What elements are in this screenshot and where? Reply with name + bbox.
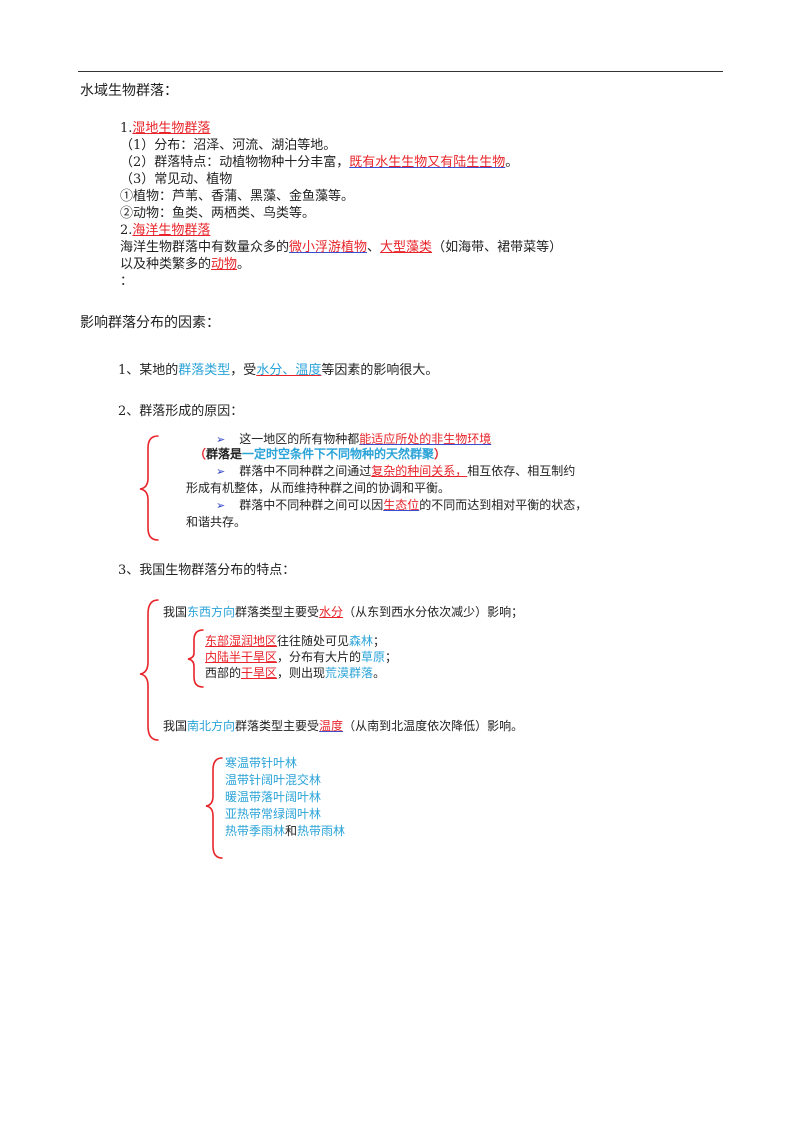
arrow-bullet-icon: ➢ — [216, 433, 226, 446]
top-rule — [78, 71, 723, 72]
p1-e: 等因素的影响很大。 — [321, 363, 439, 378]
p1-c: ，受 — [230, 363, 257, 378]
ocean-colon: ： — [120, 274, 134, 289]
north-south-line: 我国南北方向群落类型主要受温度（从南到北温度依次降低）影响。 — [163, 718, 523, 735]
p1-b: 群落类型 — [178, 363, 231, 378]
def-c: 一定时空条件下不同物种的天然群聚 — [242, 447, 435, 461]
wetland-common: （3）常见动、植物 — [120, 172, 233, 187]
b2-a: 群落中不同种群之间通过 — [239, 464, 372, 478]
wetland-num: 1. — [120, 121, 133, 136]
ns-b: 南北方向 — [187, 719, 236, 733]
e1-a: 东部湿润地区 — [205, 634, 278, 648]
forest-item-1: 寒温带针叶林 — [225, 756, 298, 770]
arrow-bullet-icon: ➢ — [216, 465, 226, 478]
ew-b: 东西方向 — [187, 605, 236, 619]
e3-a: 西部的 — [205, 666, 242, 680]
def-b: 群落是 — [206, 447, 243, 461]
forest-item-5: 热带季雨林和热带雨林 — [225, 823, 345, 840]
ew-a: 我国 — [163, 605, 188, 619]
wetland-features: （2）群落特点：动植物物种十分丰富，既有水生生物又有陆生生物。 — [120, 154, 518, 171]
e2-d: ； — [385, 650, 398, 664]
p1-d: 水分、温度 — [256, 363, 322, 378]
b3-b: 生态位 — [383, 498, 420, 512]
b3-a: 群落中不同种群之间可以因 — [239, 498, 384, 512]
f5-b: 和 — [285, 824, 298, 838]
point-3: 3、我国生物群落分布的特点： — [118, 563, 296, 578]
ocean-title-line: 2.海洋生物群落 — [120, 222, 210, 239]
b1-a: 这一地区的所有物种都 — [239, 432, 360, 446]
point-2: 2、群落形成的原因： — [118, 404, 244, 419]
inland-region-line: 内陆半干旱区，分布有大片的草原； — [205, 649, 397, 666]
forest-item-4: 亚热带常绿阔叶林 — [225, 807, 322, 821]
b3-c: 的不同而达到相对平衡的状态， — [419, 498, 588, 512]
ocean-1e: （如海带、裙带菜等） — [432, 240, 563, 255]
wetland-plants: ①植物：芦苇、香蒲、黑藻、金鱼藻等。 — [120, 189, 355, 204]
e3-c: ，则出现 — [277, 666, 326, 680]
e2-b: ，分布有大片的 — [277, 650, 362, 664]
ns-d: 温度 — [319, 719, 344, 733]
e1-d: ； — [373, 634, 386, 648]
ocean-line-1: 海洋生物群落中有数量众多的微小浮游植物、大型藻类（如海带、裙带菜等） — [120, 239, 562, 256]
b1-b: 能适应所处的非生物环境 — [359, 432, 492, 446]
arrow-bullet-icon: ➢ — [216, 499, 226, 512]
bullet-3-cont: 和谐共存。 — [186, 515, 247, 529]
brace-forest-list — [205, 757, 223, 859]
b2-b: 复杂的种间关系， — [371, 464, 468, 478]
ns-c: 群落类型主要受 — [235, 719, 320, 733]
ns-e: （从南到北温度依次降低）影响。 — [343, 719, 524, 733]
ocean-1d: 大型藻类 — [380, 240, 433, 255]
brace-china-distribution — [139, 599, 159, 741]
wetland-animals: ②动物：鱼类、两栖类、鸟类等。 — [120, 206, 316, 221]
ocean-title: 海洋生物群落 — [132, 223, 211, 238]
brace-formation-reasons — [139, 435, 159, 541]
community-definition: （群落是一定时空条件下不同物种的天然群聚） — [194, 446, 446, 463]
forest-item-2: 温带针阔叶混交林 — [225, 773, 322, 787]
e3-d: 荒漠群落 — [325, 666, 374, 680]
brace-east-west-regions — [187, 629, 204, 688]
e2-c: 草原 — [361, 650, 386, 664]
wetland-title-line: 1.湿地生物群落 — [120, 120, 210, 137]
ocean-2a: 以及种类繁多的 — [120, 257, 212, 272]
wetland-distribution: （1）分布：沼泽、河流、湖泊等地。 — [120, 138, 337, 153]
e1-b: 往往随处可见 — [277, 634, 350, 648]
b2-c: 相互依存、相互制约 — [467, 464, 576, 478]
east-region-line: 东部湿润地区往往随处可见森林； — [205, 633, 385, 650]
p1-a: 1、某地的 — [118, 363, 179, 378]
f5-a: 热带季雨林 — [225, 824, 286, 838]
point-1: 1、某地的群落类型，受水分、温度等因素的影响很大。 — [118, 362, 438, 379]
e2-a: 内陆半干旱区 — [205, 650, 278, 664]
e3-b: 干旱区 — [241, 666, 278, 680]
ocean-num: 2. — [120, 223, 133, 238]
ew-c: 群落类型主要受 — [235, 605, 320, 619]
bullet-1: ➢ 这一地区的所有物种都能适应所处的非生物环境 — [216, 431, 491, 448]
ns-a: 我国 — [163, 719, 188, 733]
ocean-2c: 。 — [237, 257, 251, 272]
feat-pre: （2）群落特点：动植物物种十分丰富， — [120, 155, 350, 170]
ocean-1b: 微小浮游植物 — [289, 240, 368, 255]
forest-item-3: 暖温带落叶阔叶林 — [225, 790, 322, 804]
bullet-2: ➢ 群落中不同种群之间通过复杂的种间关系，相互依存、相互制约 — [216, 463, 575, 480]
ocean-1a: 海洋生物群落中有数量众多的 — [120, 240, 290, 255]
wetland-title: 湿地生物群落 — [132, 121, 211, 136]
feat-post: 。 — [505, 155, 519, 170]
west-region-line: 西部的干旱区，则出现荒漠群落。 — [205, 665, 385, 682]
bullet-2-cont: 形成有机整体，从而维持种群之间的协调和平衡。 — [186, 481, 451, 495]
ew-e: （从东到西水分依次减少）影响； — [343, 605, 524, 619]
bullet-3: ➢ 群落中不同种群之间可以因生态位的不同而达到相对平衡的状态， — [216, 497, 587, 514]
e3-e: 。 — [373, 666, 386, 680]
def-a: （ — [194, 447, 207, 461]
f5-c: 热带雨林 — [297, 824, 346, 838]
section2-heading: 影响群落分布的因素： — [80, 315, 220, 331]
ocean-1c: 、 — [367, 240, 381, 255]
section1-heading: 水域生物群落： — [80, 83, 178, 99]
east-west-line: 我国东西方向群落类型主要受水分（从东到西水分依次减少）影响； — [163, 604, 523, 621]
ocean-2b: 动物 — [211, 257, 238, 272]
ocean-line-2: 以及种类繁多的动物。 — [120, 256, 250, 273]
ew-d: 水分 — [319, 605, 344, 619]
def-d: ） — [434, 447, 447, 461]
e1-c: 森林 — [349, 634, 374, 648]
feat-highlight: 既有水生生物又有陆生生物 — [349, 155, 506, 170]
